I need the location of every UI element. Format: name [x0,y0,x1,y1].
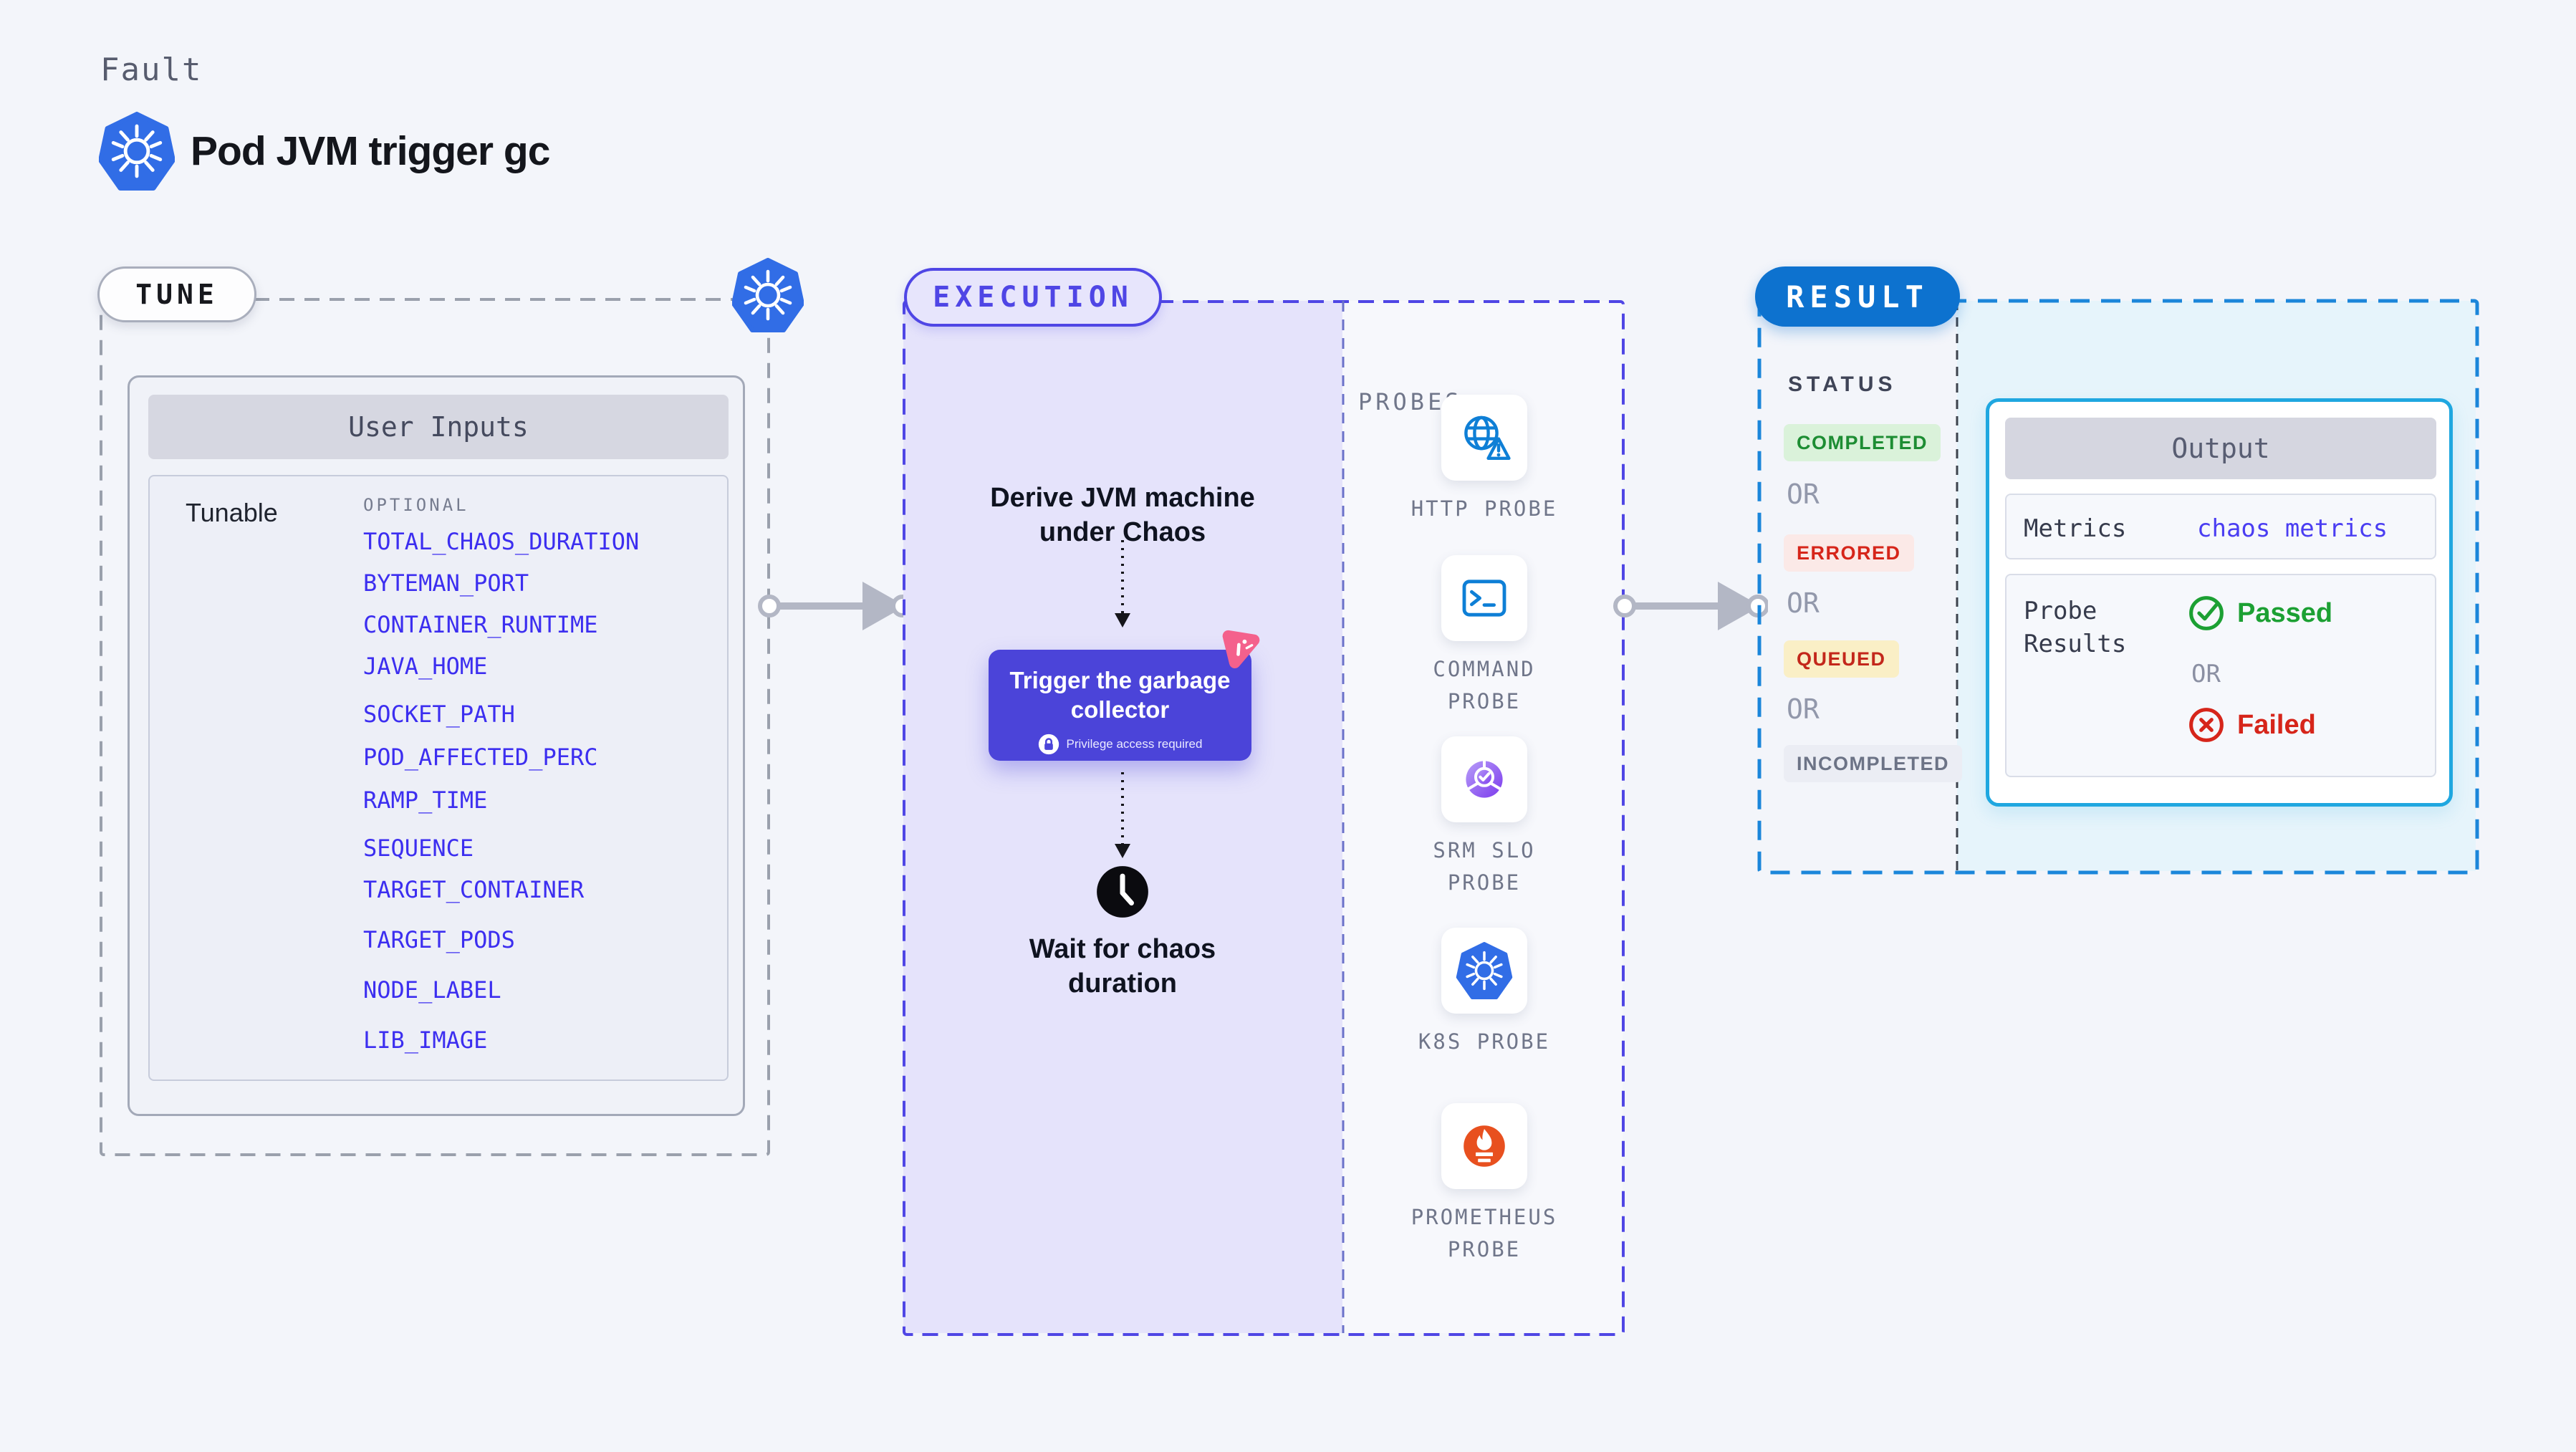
tune-box-border [100,298,770,1156]
tunable-item[interactable]: LIB_IMAGE [363,1027,488,1054]
trigger-gc-title: Trigger the garbage collector [1009,667,1231,723]
status-badge-incompleted: INCOMPLETED [1784,745,1963,782]
output-title: Output [2005,418,2436,479]
user-inputs-title: User Inputs [148,395,729,459]
metrics-label: Metrics [2024,514,2127,543]
tunable-item[interactable]: TARGET_CONTAINER [363,876,585,903]
tunable-item[interactable]: RAMP_TIME [363,787,488,814]
probe-label: K8S PROBE [1418,1029,1551,1054]
probe-label: HTTP PROBE [1410,496,1558,521]
tune-to-execution-arrow [758,582,913,630]
tunable-item[interactable]: NODE_LABEL [363,976,501,1004]
execution-flow-region [903,301,1342,1333]
tunable-item[interactable]: TOTAL_CHAOS_DURATION [363,528,640,555]
prometheus-probe-icon [1464,1125,1505,1167]
tunable-row-label: Tunable [186,498,278,527]
or-separator: OR [1787,587,1820,619]
command-probe-card[interactable] [1441,555,1527,641]
probe-results-label: Probe Results [2024,597,2127,658]
status-column-label: STATUS [1788,372,1897,396]
lock-icon [1038,734,1059,754]
result-box-border [1757,299,2479,875]
k8s-probe-icon [1456,942,1513,999]
fault-eyebrow: Fault [100,52,203,88]
prometheus-probe-card[interactable] [1441,1103,1527,1189]
or-separator: OR [1787,693,1820,725]
probe-label: SRM SLO PROBE [1433,838,1536,895]
failed-label: Failed [2237,710,2316,740]
tunable-item[interactable]: JAVA_HOME [363,653,488,680]
srm-slo-probe-icon [1466,759,1503,798]
user-inputs-panel: User Inputs Tunable OPTIONAL TOTAL_CHAOS… [128,375,745,1116]
execution-to-result-arrow [1613,582,1768,630]
probes-divider [1342,301,1345,1333]
tunables-list: Tunable OPTIONAL TOTAL_CHAOS_DURATION BY… [148,475,729,1081]
http-probe-card[interactable] [1441,395,1527,481]
result-stage-badge: RESULT [1755,266,1960,327]
status-badge-errored: ERRORED [1784,534,1914,572]
or-separator: OR [1787,479,1820,510]
metrics-value: chaos metrics [2197,514,2388,543]
kubernetes-icon [99,112,175,191]
flow-connector-down [1115,772,1130,858]
command-probe-icon [1462,580,1506,617]
execution-box-border [903,300,1625,1336]
tunable-item[interactable]: BYTEMAN_PORT [363,569,529,597]
status-output-divider [1956,301,1959,871]
passed-label: Passed [2237,598,2333,628]
execution-stage-badge: EXECUTION [904,268,1162,327]
page-title: Pod JVM trigger gc [191,128,550,174]
wait-step-label: Wait for chaos duration [1029,934,1216,999]
kubernetes-icon [732,258,804,332]
privilege-note: Privilege access required [1066,736,1203,751]
failed-x-icon [2189,708,2224,742]
tunable-item[interactable]: POD_AFFECTED_PERC [363,744,598,771]
optional-label: OPTIONAL [363,495,469,515]
tunable-item[interactable]: TARGET_PODS [363,926,515,953]
output-panel: Output Metrics chaos metrics Probe Resul… [1986,398,2453,807]
probe-label: COMMAND PROBE [1433,657,1536,713]
wait-clock-icon [1097,866,1148,918]
http-probe-icon [1464,415,1511,460]
chaos-badge-icon [1222,630,1260,668]
tune-stage-badge: TUNE [97,266,256,322]
flow-connector-down [1115,540,1130,628]
probe-label: PROMETHEUS PROBE [1410,1205,1558,1261]
passed-check-icon [2189,596,2224,630]
status-badge-completed: COMPLETED [1784,424,1941,461]
probe-results-row: Probe Results Passed OR Failed [2005,574,2436,777]
k8s-probe-card[interactable] [1441,928,1527,1014]
metrics-row: Metrics chaos metrics [2005,494,2436,559]
tunable-item[interactable]: CONTAINER_RUNTIME [363,611,598,638]
trigger-gc-node[interactable]: Trigger the garbage collector Privilege … [989,630,1260,761]
tunable-item[interactable]: SOCKET_PATH [363,701,515,728]
or-separator: OR [2191,660,2221,688]
srm-slo-probe-card[interactable] [1441,736,1527,822]
status-badge-queued: QUEUED [1784,640,1899,678]
tunable-item[interactable]: SEQUENCE [363,835,474,862]
